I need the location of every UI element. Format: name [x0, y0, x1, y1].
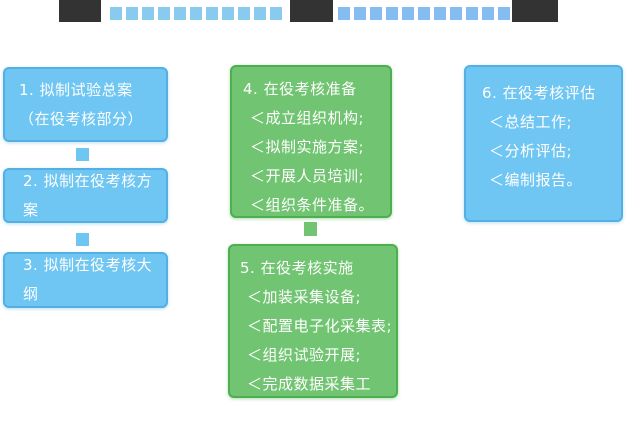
decor-square — [466, 7, 478, 20]
decor-square — [254, 7, 266, 20]
step-6-item: ＜编制报告。 — [489, 171, 583, 189]
step-1-box: 1. 拟制试验总案 （在役考核部分） — [3, 67, 168, 142]
step-2-label: 2. 拟制在役考核方案 — [23, 171, 153, 219]
decor-square — [222, 7, 234, 20]
step-4-title: 4. 在役考核准备 — [243, 80, 357, 98]
step-4-item: ＜拟制实施方案; — [250, 138, 365, 156]
step-2-box: 2. 拟制在役考核方案 — [3, 168, 168, 223]
decor-square — [270, 7, 282, 20]
decor-square — [206, 7, 218, 20]
decor-square — [338, 7, 350, 20]
decor-square — [110, 7, 122, 20]
step-5-item: ＜配置电子化采集表; — [247, 317, 393, 335]
step-6-item: ＜分析评估; — [489, 142, 573, 160]
step-4-box: 4. 在役考核准备 ＜成立组织机构; ＜拟制实施方案; ＜开展人员培训; ＜组织… — [230, 65, 392, 218]
decor-square — [370, 7, 382, 20]
decor-square — [402, 7, 414, 20]
step-5-item: ＜组织试验开展; — [247, 346, 362, 364]
decor-square — [354, 7, 366, 20]
step-6-title: 6. 在役考核评估 — [482, 84, 596, 102]
decor-square — [142, 7, 154, 20]
step-5-box: 5. 在役考核实施 ＜加装采集设备; ＜配置电子化采集表; ＜组织试验开展; ＜… — [228, 244, 398, 422]
decor-square — [498, 7, 510, 20]
top-bar-right-squares-row — [338, 7, 510, 20]
step-5-item: ＜完成数据采集工作。 — [247, 375, 372, 422]
connector-square-3 — [304, 222, 317, 236]
decor-square — [386, 7, 398, 20]
decor-square — [238, 7, 250, 20]
decor-square — [418, 7, 430, 20]
top-bar-dark-block-2 — [290, 0, 333, 22]
step-6-item: ＜总结工作; — [489, 113, 573, 131]
step-4-item: ＜成立组织机构; — [250, 109, 365, 127]
decor-square — [190, 7, 202, 20]
decor-square — [434, 7, 446, 20]
decor-square — [126, 7, 138, 20]
step-3-box: 3. 拟制在役考核大纲 — [3, 252, 168, 308]
step-4-item: ＜组织条件准备。 — [250, 196, 375, 214]
decor-square — [158, 7, 170, 20]
step-3-label: 3. 拟制在役考核大纲 — [23, 256, 153, 303]
decor-square — [174, 7, 186, 20]
decor-square — [450, 7, 462, 20]
step-6-box: 6. 在役考核评估 ＜总结工作; ＜分析评估; ＜编制报告。 — [464, 65, 623, 222]
decor-square — [482, 7, 494, 20]
step-5-title: 5. 在役考核实施 — [240, 259, 354, 277]
step-1-line-2: （在役考核部分） — [19, 109, 144, 128]
connector-square-2 — [76, 233, 89, 246]
step-4-item: ＜开展人员培训; — [250, 167, 365, 185]
top-bar-left-squares-row — [110, 7, 282, 20]
top-bar-dark-block-1 — [59, 0, 101, 22]
step-5-item: ＜加装采集设备; — [247, 288, 362, 306]
top-bar-dark-block-3 — [512, 0, 558, 22]
connector-square-1 — [76, 148, 89, 161]
step-1-line-1: 1. 拟制试验总案 — [19, 80, 133, 99]
